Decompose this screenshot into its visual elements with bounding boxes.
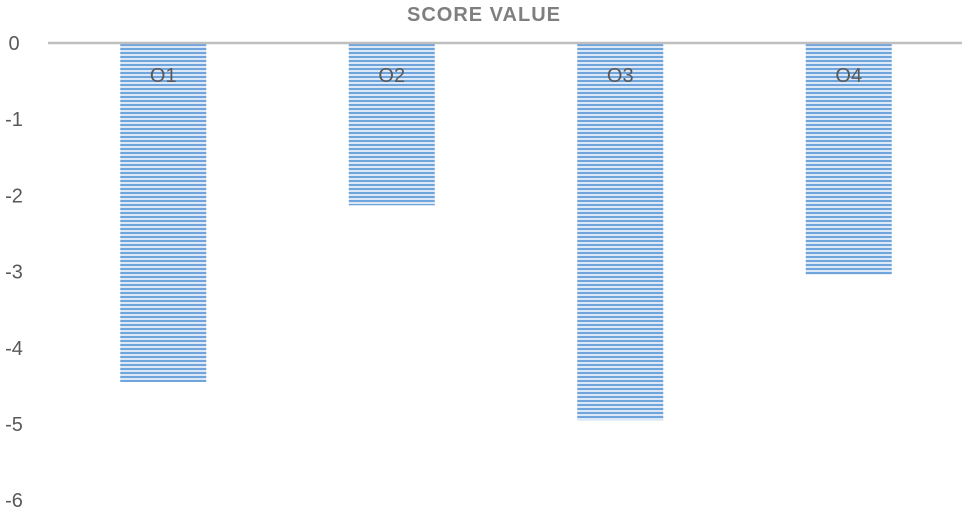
bars	[120, 43, 892, 421]
bar-o2	[348, 43, 435, 206]
category-label: O1	[150, 65, 177, 87]
y-tick-label: -4	[5, 338, 23, 360]
category-labels: O1 O2 O3 O4	[150, 65, 862, 87]
y-axis-ticks: 0 -1 -2 -3 -4 -5 -6	[5, 33, 23, 512]
y-tick-label: -6	[5, 490, 23, 512]
y-tick-label: -3	[5, 262, 23, 284]
category-label: O4	[835, 65, 862, 87]
bar-o4	[805, 43, 892, 275]
y-tick-label: -1	[5, 109, 23, 131]
y-tick-label: 0	[8, 33, 19, 55]
bar-o1	[120, 43, 207, 383]
chart-title: SCORE VALUE	[407, 4, 561, 26]
y-tick-label: -2	[5, 185, 23, 207]
category-label: O3	[607, 65, 634, 87]
category-label: O2	[378, 65, 405, 87]
bar-o3	[577, 43, 664, 421]
y-tick-label: -5	[5, 414, 23, 436]
